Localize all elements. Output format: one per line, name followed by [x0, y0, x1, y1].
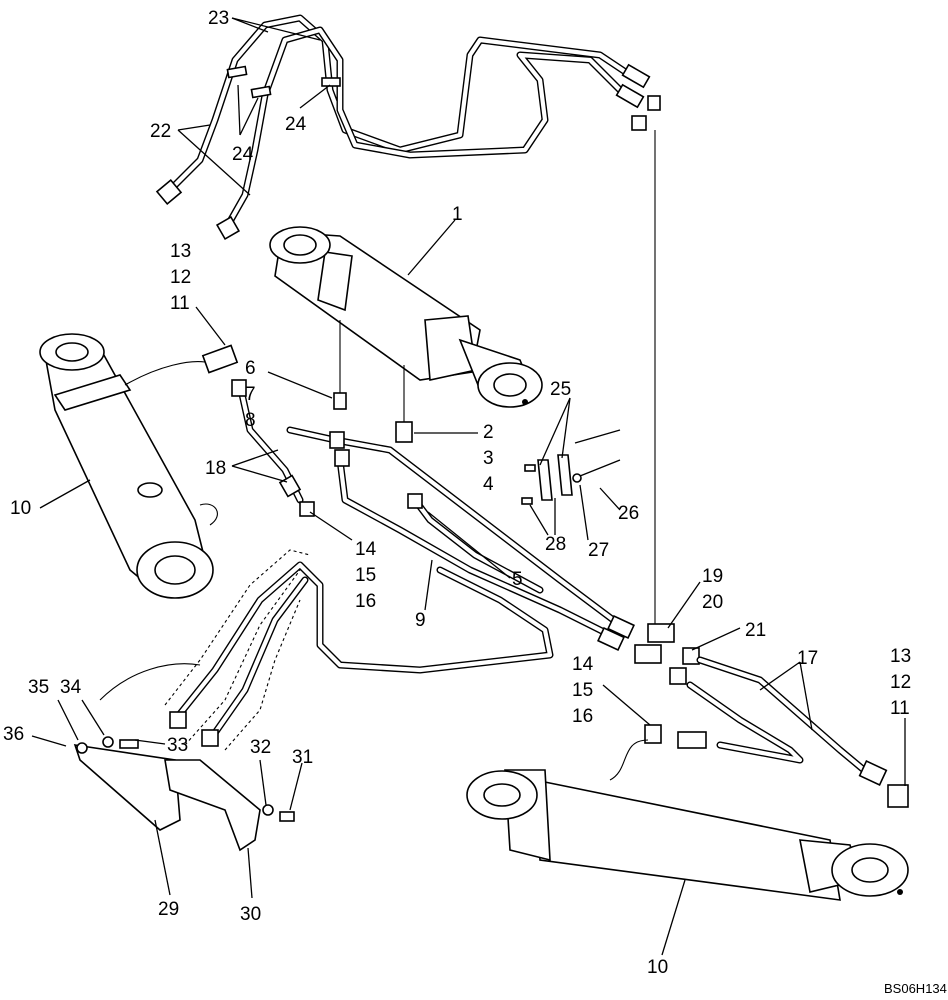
callout-5: 5 — [512, 569, 523, 590]
callout-12: 12 — [890, 672, 911, 693]
fitting-6 — [333, 392, 347, 410]
callout-24: 24 — [232, 144, 254, 165]
callout-3: 3 — [483, 448, 494, 469]
hose-fitting — [155, 178, 183, 206]
callout-31: 31 — [292, 747, 313, 768]
hose-clamp — [321, 77, 341, 87]
hose-fitting — [621, 63, 651, 89]
guard-plate-29 — [73, 744, 181, 831]
callout-26: 26 — [618, 503, 639, 524]
callout-23: 23 — [208, 8, 229, 29]
washer-32 — [262, 804, 274, 816]
tee-fitting-20 — [634, 644, 662, 664]
washer-35 — [76, 742, 88, 754]
callout-10: 10 — [647, 957, 668, 978]
hose-clamp — [250, 85, 272, 99]
callout-6: 6 — [245, 358, 256, 379]
callout-28: 28 — [545, 534, 566, 555]
callout-36: 36 — [3, 724, 24, 745]
callout-12: 12 — [170, 267, 191, 288]
callout-14: 14 — [355, 539, 377, 560]
callout-21: 21 — [745, 620, 766, 641]
callout-32: 32 — [250, 737, 271, 758]
callout-35: 35 — [28, 677, 49, 698]
middle-hose-bundle — [124, 320, 624, 639]
callout-4: 4 — [483, 474, 494, 495]
callout-20: 20 — [702, 592, 723, 613]
callout-1: 1 — [452, 204, 463, 225]
hose-fitting — [858, 760, 888, 786]
callout-24: 24 — [285, 114, 307, 135]
mounting-hardware — [73, 429, 621, 852]
callout-22: 22 — [150, 121, 171, 142]
hose-fitting — [615, 83, 645, 109]
callout-16: 16 — [572, 706, 593, 727]
callout-19: 19 — [702, 566, 723, 587]
callout-2: 2 — [483, 422, 494, 443]
bolt-33 — [119, 739, 139, 749]
hose-fitting — [201, 729, 219, 747]
leader-lines — [31, 17, 906, 956]
hydraulic-cylinder-1 — [269, 226, 543, 408]
hose-fitting — [169, 711, 187, 729]
callout-9: 9 — [415, 610, 426, 631]
lower-hose-assembly — [99, 549, 554, 751]
washer-27 — [572, 473, 582, 483]
bolt-26 — [574, 429, 621, 444]
callout-7: 7 — [245, 384, 256, 405]
callout-34: 34 — [60, 677, 82, 698]
bolt-31 — [279, 811, 295, 822]
hydraulic-cylinder-10-right — [466, 769, 909, 901]
callout-17: 17 — [797, 648, 818, 669]
elbow-fitting-11 — [201, 344, 239, 374]
hose-fitting — [215, 215, 241, 241]
callout-27: 27 — [588, 540, 609, 561]
drawing-reference-code: BS06H134 — [884, 981, 947, 996]
fitting — [231, 379, 247, 397]
fitting — [334, 449, 350, 467]
callout-14: 14 — [572, 654, 594, 675]
fitting-2 — [395, 421, 413, 443]
hose-fitting — [631, 115, 647, 131]
callout-11: 11 — [890, 698, 910, 719]
callout-15: 15 — [572, 680, 593, 701]
clamp-plate-25 — [557, 454, 573, 496]
callout-18: 18 — [205, 458, 226, 479]
callout-11: 11 — [170, 293, 190, 314]
fitting-14 — [644, 724, 662, 744]
callout-30: 30 — [240, 904, 261, 925]
clamp-plate-25 — [537, 459, 553, 501]
hose-fitting — [677, 731, 707, 749]
fitting — [329, 431, 345, 449]
callout-33: 33 — [167, 735, 188, 756]
bracket-30 — [164, 759, 261, 852]
hose-fitting — [647, 95, 661, 111]
tee-fitting-19 — [647, 623, 675, 643]
elbow-fitting-11 — [887, 784, 909, 808]
hydraulic-cylinder-10-left — [39, 333, 218, 599]
tee-valve-assembly — [597, 614, 909, 808]
callout-15: 15 — [355, 565, 376, 586]
callout-13: 13 — [170, 241, 191, 262]
fitting — [407, 493, 423, 509]
callout-13: 13 — [890, 646, 911, 667]
bolt-26 — [574, 459, 621, 479]
callout-10: 10 — [10, 498, 31, 519]
upper-hose-assembly — [155, 14, 661, 628]
callout-labels: 23 24 24 22 1 13 12 11 6 7 8 2 3 4 25 26… — [3, 8, 947, 996]
hose-clamp — [226, 65, 248, 79]
washer-34 — [102, 736, 114, 748]
callout-16: 16 — [355, 591, 376, 612]
callout-25: 25 — [550, 379, 571, 400]
callout-29: 29 — [158, 899, 179, 920]
callout-8: 8 — [245, 410, 256, 431]
